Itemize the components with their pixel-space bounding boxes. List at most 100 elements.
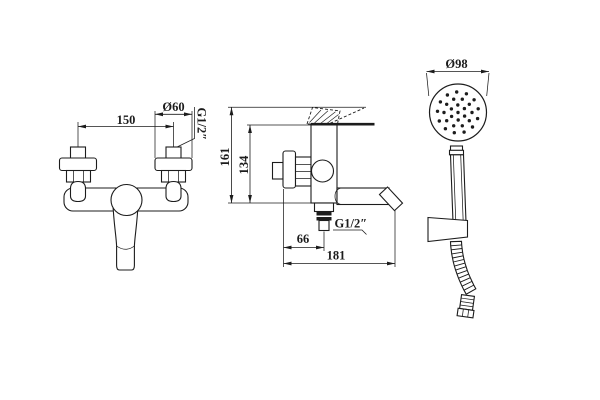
spray-dot <box>475 116 480 121</box>
spray-dot <box>445 93 450 97</box>
spray-dot <box>462 114 467 118</box>
spray-dot <box>442 110 446 115</box>
spray-dot <box>438 100 443 104</box>
dim-150-label: 150 <box>117 113 136 127</box>
dim-181-label: 181 <box>327 249 346 263</box>
hatch-line <box>326 114 339 125</box>
spray-dot <box>462 106 467 111</box>
spray-dot <box>460 97 464 101</box>
spray-dot <box>449 114 454 119</box>
dim-98-label: Ø98 <box>445 57 467 71</box>
hand-shower: Ø98 <box>426 57 490 319</box>
hatch-line <box>314 110 329 124</box>
front-view: 150 Ø60 G1/2″ <box>58 100 209 271</box>
handle-inner-line <box>460 154 464 223</box>
hose-end-fitting <box>456 293 476 319</box>
spray-nozzle-dots <box>435 90 480 135</box>
handle-collar <box>448 149 465 156</box>
lever-raised-phantom <box>311 107 365 132</box>
left-wall-fitting <box>58 146 98 183</box>
spray-dot <box>462 130 466 134</box>
spray-dot <box>445 102 449 107</box>
spray-dot <box>449 107 454 111</box>
hatch-line <box>309 109 322 123</box>
ferrule-rib <box>460 301 474 304</box>
shower-handle <box>449 154 467 223</box>
spout-aerator-tip <box>378 186 404 212</box>
wall-stem-side <box>271 161 284 180</box>
hose-rib <box>453 258 465 263</box>
nut-facet <box>461 308 464 317</box>
handle-inner-line <box>452 154 457 223</box>
spray-dot <box>435 109 440 114</box>
leader-line-outlet <box>333 229 367 235</box>
hose-rib <box>451 251 463 255</box>
lever-grip-line <box>116 245 135 250</box>
spray-dot <box>437 119 441 123</box>
spray-dot <box>472 98 476 102</box>
spray-dot <box>456 118 460 122</box>
spray-dot <box>445 119 449 123</box>
spray-dot <box>460 124 464 128</box>
spray-dot <box>476 107 480 111</box>
hose-rib <box>454 262 466 267</box>
side-view: 161 134 G1/2″ 66 181 <box>218 106 404 267</box>
spout-base-arc <box>334 187 342 205</box>
spray-dot <box>443 127 448 131</box>
hose-rib <box>455 266 467 271</box>
outlet-thread-band <box>316 217 332 221</box>
hose-rib <box>458 273 469 279</box>
hose-rib <box>456 269 468 275</box>
wall-flange-side <box>282 150 297 189</box>
spray-dot <box>470 125 475 129</box>
leader-line-thread <box>173 107 195 149</box>
nut-facet <box>467 309 470 318</box>
outlet-shoulder <box>313 202 335 213</box>
shower-hose <box>449 240 477 295</box>
hose-nut <box>456 307 475 319</box>
dim-thread-label: G1/2″ <box>195 108 209 141</box>
hose-rib <box>452 255 464 259</box>
fitting-stem <box>69 146 87 160</box>
wall-bracket <box>427 216 469 243</box>
dim-outlet-thread-label: G1/2″ <box>335 217 368 231</box>
spray-dot <box>456 110 460 115</box>
dim-134-label: 134 <box>237 155 251 175</box>
fitting-stem <box>165 146 182 160</box>
spray-dot <box>470 110 474 115</box>
spray-dot <box>452 131 456 135</box>
spray-dot <box>452 97 456 101</box>
right-wall-fitting <box>154 146 193 183</box>
dome-connector <box>165 180 182 203</box>
fitting-nut <box>65 169 92 183</box>
spray-dot <box>455 90 459 94</box>
dim-161-label: 161 <box>218 148 232 167</box>
fitting-nut <box>160 169 187 183</box>
lever-cap-phantom <box>306 107 341 125</box>
outlet-tube <box>318 219 330 232</box>
witness-line <box>426 72 430 97</box>
spray-dot <box>467 102 471 107</box>
aerator-body <box>378 186 404 212</box>
dim-66-label: 66 <box>297 232 310 246</box>
spray-dot <box>452 124 456 128</box>
ferrule-rib <box>460 304 474 308</box>
hose-rib <box>461 280 473 287</box>
fitting-flange <box>154 157 193 172</box>
dim-60-label: Ø60 <box>162 100 184 114</box>
hose-rib <box>460 277 471 283</box>
outlet-thread-band <box>316 211 332 216</box>
spray-dot <box>464 92 469 96</box>
hatch-line <box>320 111 336 124</box>
dome-connector <box>69 180 87 203</box>
fitting-flange <box>58 157 98 172</box>
lever-handle-front <box>112 201 139 271</box>
cartridge-cap-front <box>110 183 143 217</box>
hose-rib <box>451 248 463 251</box>
ferrule-rib <box>461 297 475 301</box>
diverter-knob-side <box>310 159 335 183</box>
witness-line <box>486 72 490 97</box>
spray-dot <box>456 103 460 107</box>
spray-dot <box>467 119 471 123</box>
